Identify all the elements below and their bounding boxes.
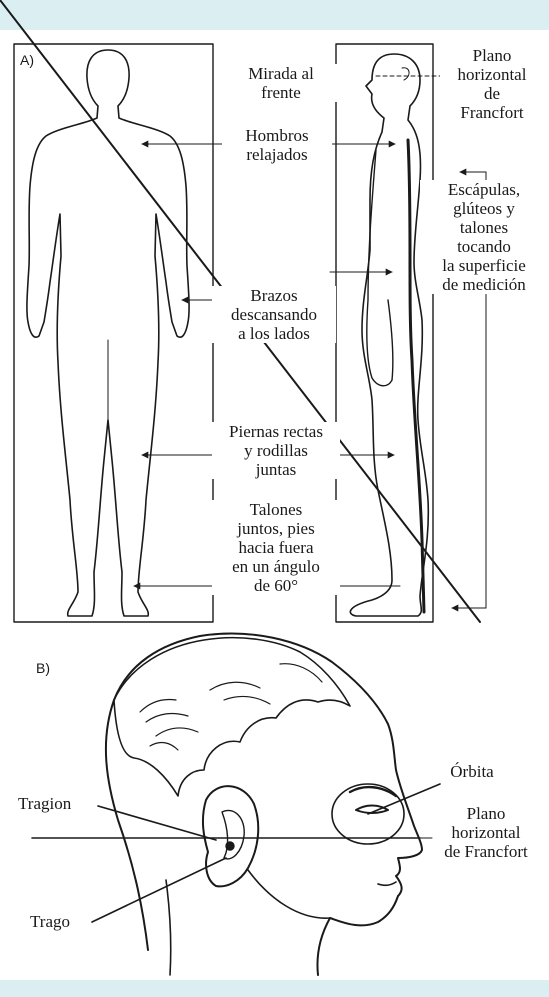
bracket-top bbox=[460, 172, 486, 176]
label-talones-line: en un ángulo bbox=[212, 557, 340, 576]
label-trago: Trago bbox=[30, 912, 100, 931]
ear-side bbox=[402, 68, 409, 80]
label-escapulas-line: de medición bbox=[420, 275, 548, 294]
label-brazos-line: descansando bbox=[212, 305, 336, 324]
label-plano-top: Plano horizontal de Francfort bbox=[440, 46, 544, 122]
label-talones-line: juntos, pies bbox=[212, 519, 340, 538]
bottom-band bbox=[0, 980, 549, 997]
label-hombros: Hombros relajados bbox=[222, 126, 332, 164]
panel-a-label: A) bbox=[20, 52, 34, 68]
label-talones-line: Talones bbox=[212, 500, 340, 519]
panel-b-label: B) bbox=[36, 660, 50, 676]
jaw-line bbox=[248, 870, 330, 918]
label-piernas-line: Piernas rectas bbox=[212, 422, 340, 441]
hair-mass bbox=[114, 638, 350, 796]
ear-canal bbox=[226, 842, 234, 850]
tragion-leader bbox=[98, 806, 216, 840]
label-hombros-line: Hombros bbox=[222, 126, 332, 145]
label-brazos: Brazos descansando a los lados bbox=[212, 286, 336, 343]
label-orbita: Órbita bbox=[432, 762, 512, 781]
label-escapulas-line: la superficie bbox=[420, 256, 548, 275]
label-tragion: Tragion bbox=[18, 794, 98, 813]
label-mirada: Mirada al frente bbox=[222, 64, 340, 102]
label-talones: Talones juntos, pies hacia fuera en un á… bbox=[212, 500, 340, 595]
label-brazos-line: Brazos bbox=[212, 286, 336, 305]
hair-strokes bbox=[140, 664, 322, 750]
trago-leader bbox=[92, 858, 226, 922]
head-profile bbox=[106, 634, 422, 975]
label-escapulas-line: tocando bbox=[420, 237, 548, 256]
label-plano-b: Plano horizontal de Francfort bbox=[426, 804, 546, 861]
label-plano-top-line: Francfort bbox=[440, 103, 544, 122]
label-piernas-line: juntas bbox=[212, 460, 340, 479]
label-piernas: Piernas rectas y rodillas juntas bbox=[212, 422, 340, 479]
label-talones-line: hacia fuera bbox=[212, 538, 340, 557]
label-escapulas-line: glúteos y bbox=[420, 199, 548, 218]
label-brazos-line: a los lados bbox=[212, 324, 336, 343]
label-mirada-line: Mirada al bbox=[222, 64, 340, 83]
label-mirada-line: frente bbox=[222, 83, 340, 102]
label-plano-b-line: de Francfort bbox=[426, 842, 546, 861]
label-piernas-line: y rodillas bbox=[212, 441, 340, 460]
label-plano-b-line: horizontal bbox=[426, 823, 546, 842]
front-body-silhouette bbox=[27, 50, 189, 616]
label-plano-top-line: Plano bbox=[440, 46, 544, 65]
mouth bbox=[378, 882, 396, 885]
front-board bbox=[14, 44, 213, 622]
side-body-silhouette bbox=[350, 54, 428, 616]
ear-inner bbox=[222, 810, 244, 858]
eyebrow bbox=[350, 787, 396, 796]
label-escapulas-line: Escápulas, bbox=[420, 180, 548, 199]
label-escapulas: Escápulas, glúteos y talones tocando la … bbox=[420, 180, 548, 294]
label-plano-b-line: Plano bbox=[426, 804, 546, 823]
label-talones-line: de 60° bbox=[212, 576, 340, 595]
side-board bbox=[336, 44, 433, 622]
label-plano-top-line: horizontal bbox=[440, 65, 544, 84]
label-escapulas-line: talones bbox=[420, 218, 548, 237]
label-plano-top-line: de bbox=[440, 84, 544, 103]
neck-line bbox=[166, 880, 171, 975]
label-hombros-line: relajados bbox=[222, 145, 332, 164]
